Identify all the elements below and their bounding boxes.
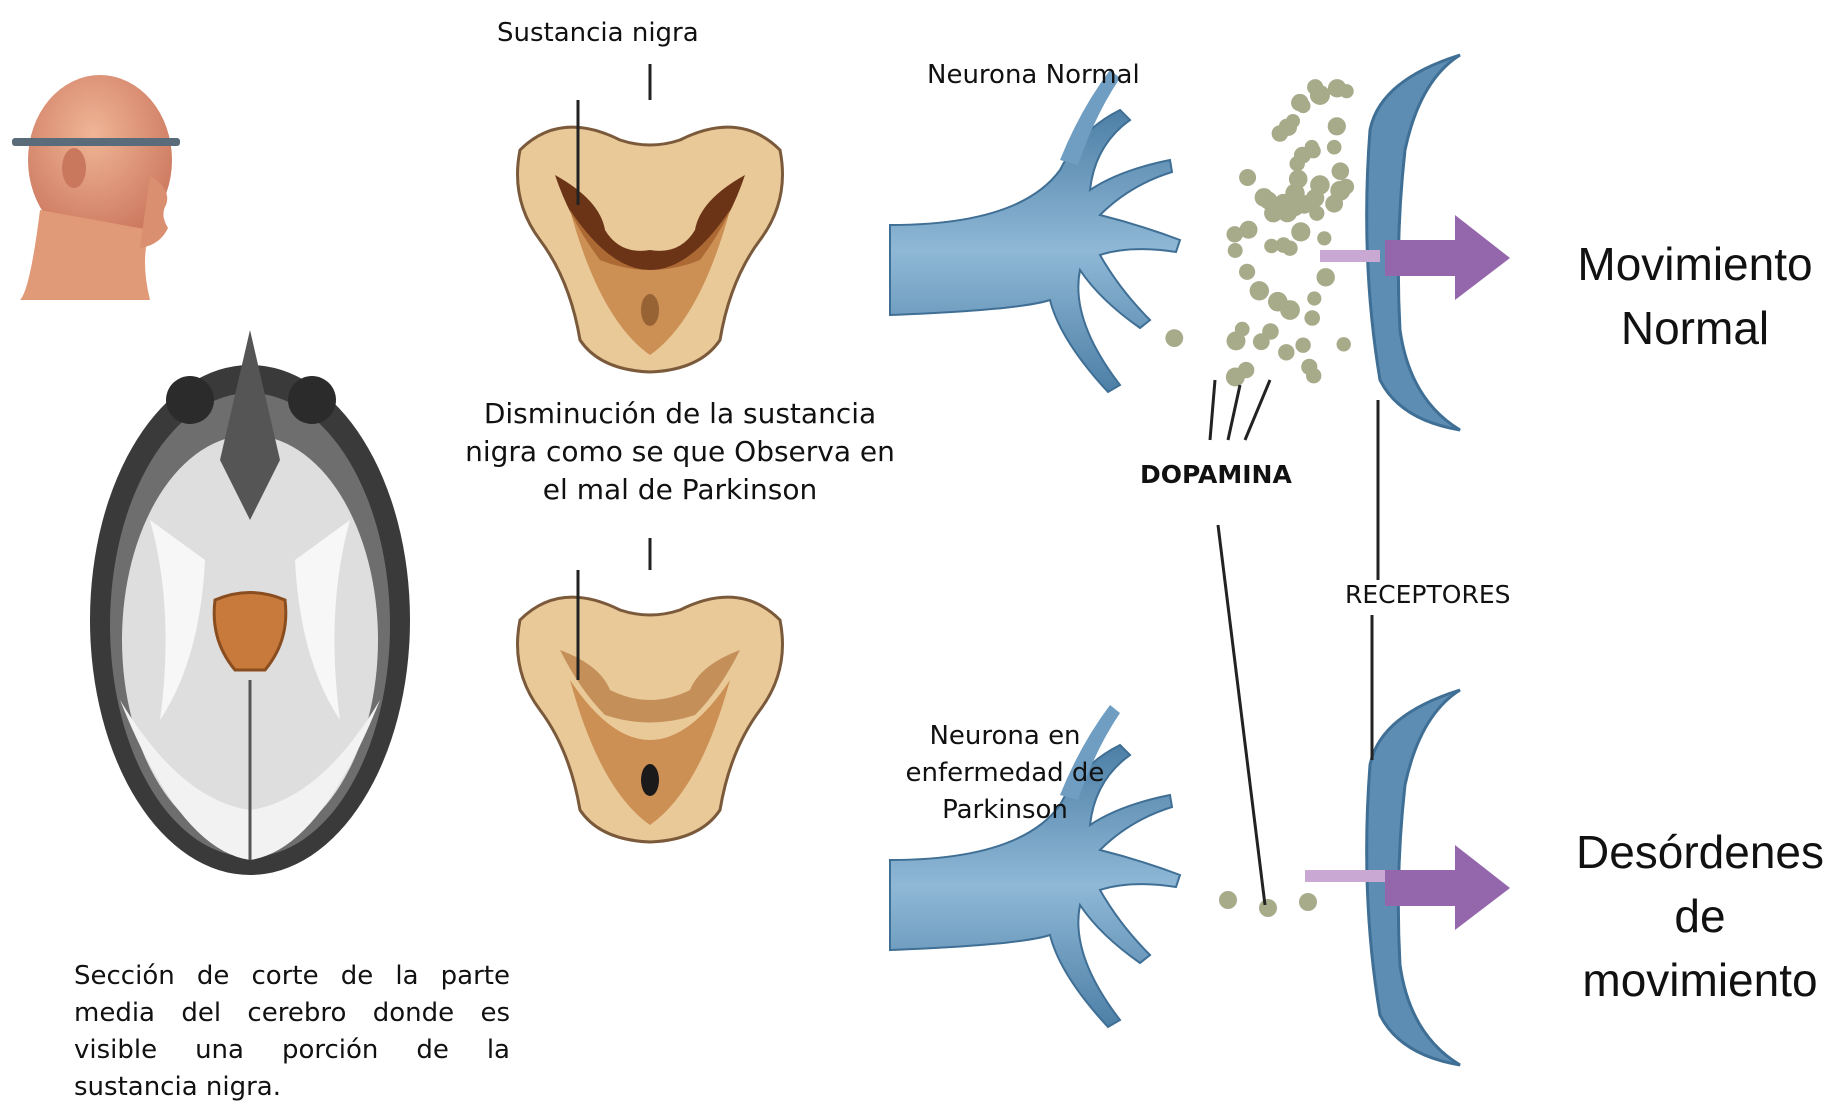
dopamine-dot — [1278, 344, 1294, 360]
dopamine-dot — [1239, 264, 1255, 280]
signal-bar-normal — [1320, 250, 1380, 262]
seccion-corte-caption: Sección de corte de la parte media del c… — [74, 958, 510, 1106]
dopamine-dot — [1219, 891, 1237, 909]
receptores-label: RECEPTORES — [1345, 580, 1510, 609]
dopamina-pointer-2 — [1228, 385, 1240, 440]
arrow-parkinson — [1385, 845, 1510, 930]
dopamine-dot — [1328, 117, 1346, 135]
neurona-parkinson-label: Neurona en enfermedad de Parkinson — [895, 718, 1115, 829]
dopamine-dot — [1253, 333, 1270, 350]
dopamine-dot — [1327, 140, 1342, 155]
dopamine-dot — [1165, 329, 1183, 347]
signal-bar-parkinson — [1305, 870, 1385, 882]
disminucion-caption: Disminución de la sustancia nigra como s… — [450, 395, 910, 509]
desordenes-label: Desórdenes de movimiento — [1565, 820, 1833, 1012]
dopamine-dot — [1235, 322, 1250, 337]
dopamine-dot — [1317, 268, 1335, 286]
midbrain-highlight — [214, 593, 286, 671]
dopamine-dot — [1310, 87, 1327, 104]
dopamine-dot — [1228, 243, 1243, 258]
midbrain-normal — [518, 64, 783, 372]
dopamine-dot — [1291, 222, 1310, 241]
dopamine-dot — [1317, 231, 1331, 245]
dopamine-dots-normal — [1165, 79, 1354, 386]
dopamine-dot — [1259, 899, 1277, 917]
dopamine-dot — [1227, 226, 1243, 242]
neuron-normal-body — [890, 110, 1180, 392]
dopamina-pointer-down — [1218, 525, 1265, 905]
arrow-normal — [1385, 215, 1510, 300]
dopamine-dot — [1268, 292, 1288, 312]
dopamine-dot — [1264, 239, 1279, 254]
headband — [12, 138, 180, 146]
dopamine-dot — [1299, 893, 1317, 911]
dopamine-dot — [1301, 359, 1317, 375]
dopamine-dot — [1226, 368, 1245, 387]
dopamine-dot — [1307, 291, 1321, 305]
head-illustration — [12, 75, 180, 300]
dopamina-label: DOPAMINA — [1140, 460, 1292, 489]
dopamina-pointer-3 — [1245, 380, 1270, 440]
dopamine-dot — [1264, 204, 1282, 222]
dopamine-dot — [1290, 156, 1305, 171]
dopamine-dot — [1272, 125, 1289, 142]
dopamine-dot — [1337, 337, 1351, 351]
dopamine-dot — [1304, 310, 1320, 326]
neurona-normal-label: Neurona Normal — [927, 60, 1140, 90]
dopamine-dot — [1330, 181, 1350, 201]
dopamine-dot — [1250, 281, 1269, 300]
ear-shape — [62, 148, 86, 188]
dopamine-dot — [1255, 188, 1274, 207]
dopamine-dot — [1291, 94, 1308, 111]
dopamina-pointer-1 — [1210, 380, 1215, 440]
dopamine-dot — [1328, 79, 1346, 97]
dopamine-dot — [1285, 197, 1304, 216]
dopamine-dot — [1295, 338, 1310, 353]
sustancia-nigra-label: Sustancia nigra — [497, 18, 699, 48]
right-eye — [288, 376, 336, 424]
brain-section-illustration — [90, 330, 410, 875]
synapse-normal — [890, 55, 1510, 580]
left-eye — [166, 376, 214, 424]
dopamine-dot — [1239, 169, 1256, 186]
midbrain-parkinson — [518, 538, 783, 842]
dopamine-dot — [1332, 162, 1350, 180]
movimiento-normal-label: Movimiento Normal — [1545, 232, 1833, 360]
dopamine-dot — [1305, 140, 1319, 154]
aqueduct-parkinson — [641, 764, 659, 796]
